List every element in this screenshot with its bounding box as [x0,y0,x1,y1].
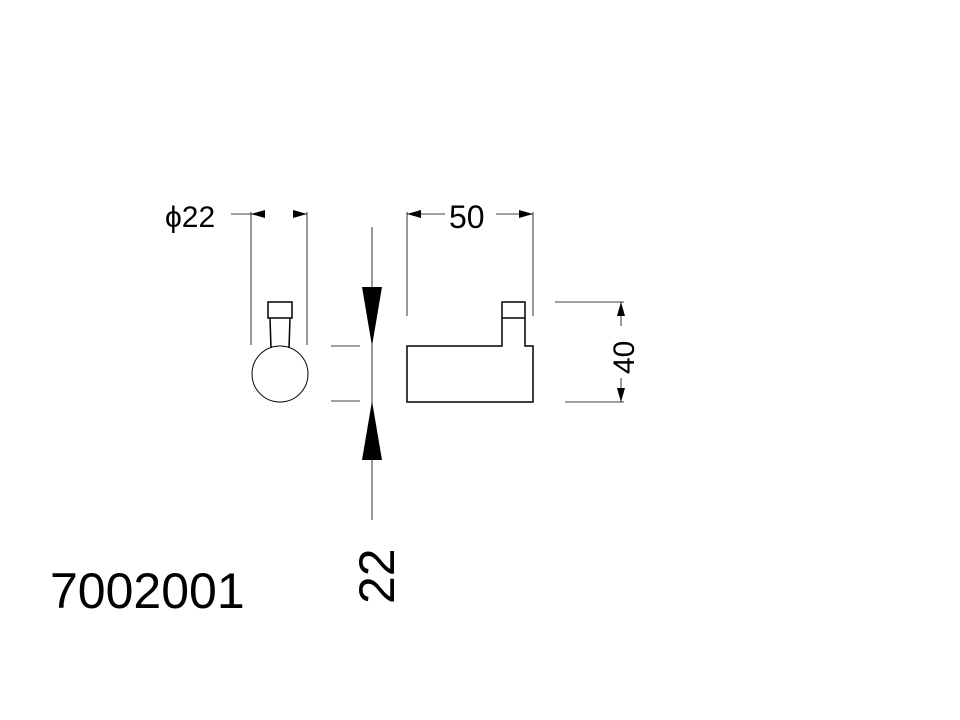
hook-body-front [406,301,534,403]
side-view [251,301,309,403]
hook-stem-side [269,317,291,349]
depth-dimension [331,227,382,520]
height-label: 40 [608,341,641,374]
product-code: 7002001 [50,563,245,619]
diameter-dimension [231,210,308,345]
diameter-label: ϕ22 [165,201,215,234]
height-dimension [555,301,625,403]
front-view [406,301,534,403]
width-label: 50 [449,199,485,235]
arrow-down-icon [362,287,382,346]
width-dimension [406,210,534,316]
hook-cap-side [267,301,293,319]
depth-label: 22 [349,548,405,604]
arrow-up-icon [362,401,382,460]
base-circle [251,345,309,403]
